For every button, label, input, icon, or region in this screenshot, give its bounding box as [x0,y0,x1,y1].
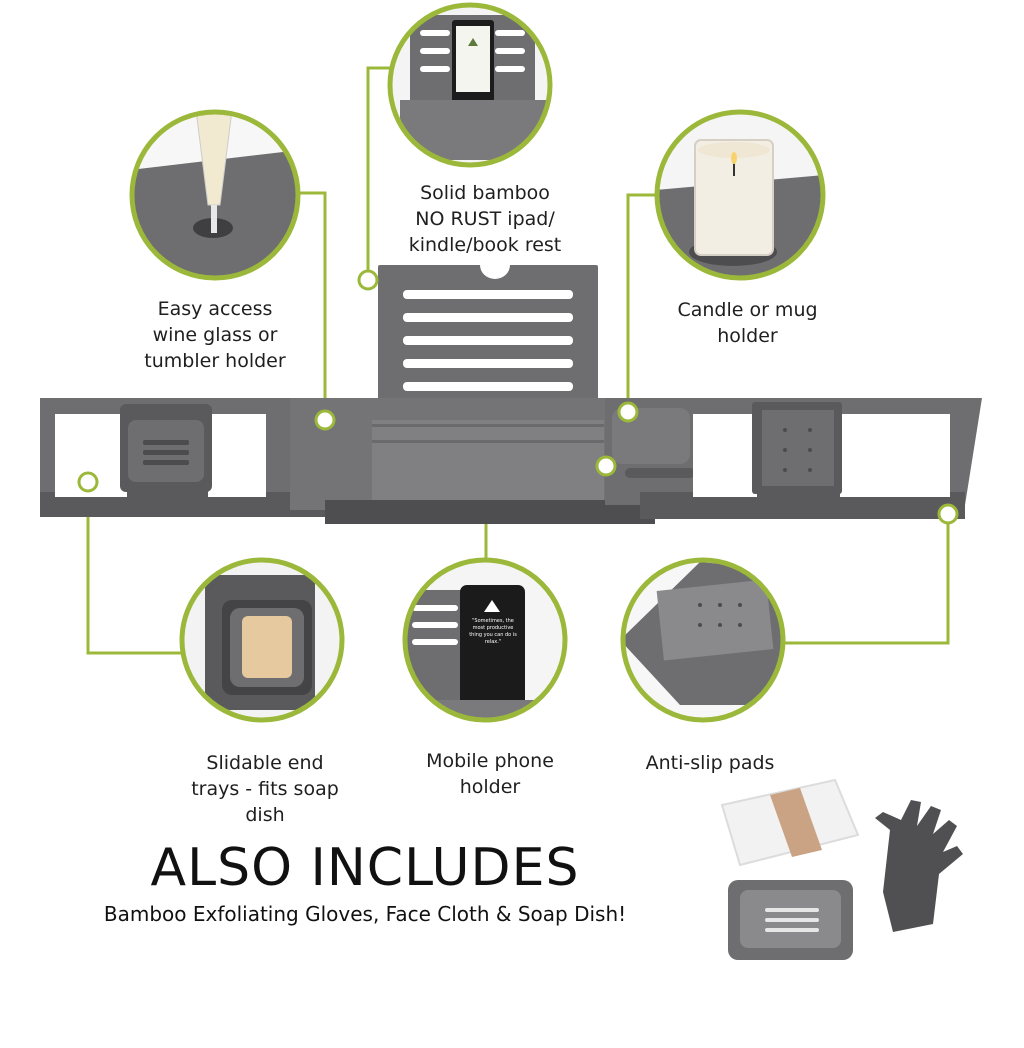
towel-icon [720,778,860,867]
label-candle-holder: Candle or mug holder [677,299,818,347]
label-end-trays: Slidable end trays - fits soap dish [191,752,339,826]
wine-glass-icon [195,112,233,233]
phone-icon [460,585,525,715]
soap-icon [242,616,292,678]
label-wine-holder: Easy access wine glass or tumbler holder [144,298,286,372]
phone-holder-detail [402,557,568,723]
phone-screen-quote: "Sometimes, the most productive thing yo… [469,618,517,645]
connector-dots [77,269,959,525]
candle-icon [694,139,774,256]
included-items [720,778,963,960]
label-phone-holder: Mobile phone holder [426,750,554,798]
book-rest-detail [387,2,553,168]
label-book-rest: Solid bamboo NO RUST ipad/ kindle/book r… [408,182,562,256]
candle-holder-detail [654,109,826,281]
bath-caddy-tray [40,265,982,524]
also-includes-subline: Bamboo Exfoliating Gloves, Face Cloth & … [103,902,627,926]
soap-dish-icon [728,880,853,960]
label-anti-slip: Anti-slip pads [645,752,775,774]
anti-slip-detail [620,557,786,723]
also-includes-headline: ALSO INCLUDES [150,838,580,898]
soap-tray-detail [179,557,345,723]
glove-icon [875,800,963,932]
wine-holder-detail [129,109,301,281]
